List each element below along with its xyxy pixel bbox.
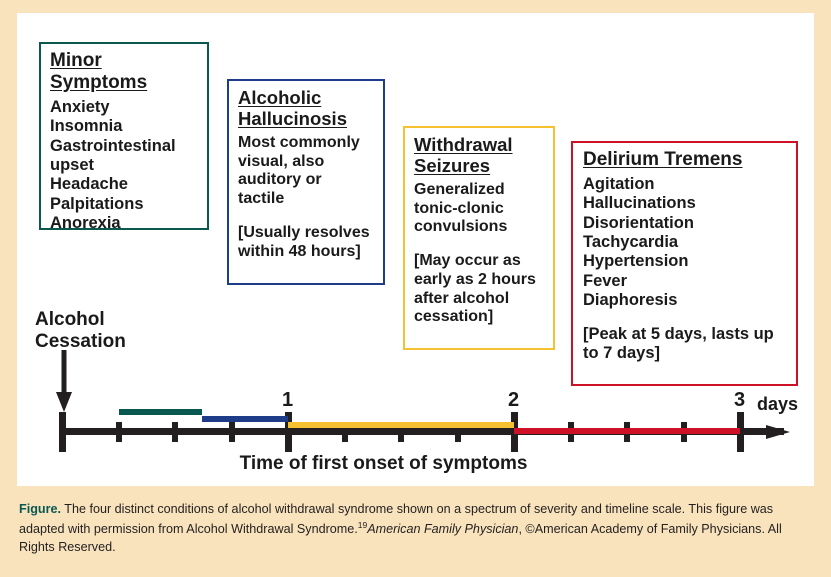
timeline-segment-delirium-tremens: [514, 428, 740, 434]
timeline-day-label-2: 2: [508, 389, 520, 411]
timeline-tick-day-1.25: [341, 422, 348, 442]
caption-journal-name: American Family Physician: [367, 522, 519, 537]
condition-box-alcoholic-hallucinosis: Alcoholic Hallucinosis Most commonly vis…: [227, 79, 385, 285]
timeline-axis-title-text: Time of first onset of symptoms: [239, 453, 528, 474]
timeline-segment-withdrawal-seizures: [288, 422, 514, 428]
condition-title-withdrawal-seizures: Withdrawal Seizures: [414, 134, 513, 177]
timeline-axis: [62, 428, 784, 435]
timeline-tick-day-3: [736, 412, 744, 452]
condition-box-withdrawal-seizures: Withdrawal Seizures Generalized tonic-cl…: [403, 126, 555, 350]
condition-items-alcoholic-hallucinosis: Most commonly visual, also auditory or t…: [238, 133, 360, 208]
timeline-tick-day-0.75: [228, 422, 235, 442]
caption-figure-word: Figure.: [19, 502, 61, 516]
alcohol-cessation-label: Alcohol Cessation: [35, 309, 126, 353]
timeline-segment-alcoholic-hallucinosis: [202, 416, 288, 422]
condition-title-alcoholic-hallucinosis: Alcoholic Hallucinosis: [238, 87, 347, 130]
axis-arrowhead-icon: [766, 425, 790, 439]
down-arrow-icon: [56, 350, 72, 412]
timeline-axis-title: Time of first onset of symptoms: [0, 453, 831, 475]
timeline-tick-day-0.25: [115, 422, 122, 442]
timeline-tick-day-1.5: [398, 422, 404, 442]
caption-text-part-1: The four distinct conditions of alcohol …: [19, 502, 774, 537]
figure-caption: Figure. The four distinct conditions of …: [19, 501, 814, 557]
condition-items-delirium-tremens: Agitation Hallucinations Disorientation …: [583, 175, 696, 309]
timeline-day-label-1: 1: [282, 389, 294, 411]
condition-note-delirium-tremens: [Peak at 5 days, lasts up to 7 days]: [583, 325, 774, 363]
condition-items-withdrawal-seizures: Generalized tonic-clonic convulsions: [414, 180, 508, 236]
timeline-segment-minor-symptoms: [118, 409, 203, 415]
timeline-unit-label: days: [757, 394, 799, 414]
timeline-tick-day-0: [58, 412, 66, 452]
caption-reference-number: 19: [357, 519, 368, 530]
condition-box-delirium-tremens: Delirium Tremens Agitation Hallucination…: [571, 141, 798, 386]
caption-text-part-2: , ©American Academy of Family Physicians…: [19, 522, 782, 554]
condition-items-minor-symptoms: Anxiety Insomnia Gastrointestinal upset …: [50, 98, 176, 232]
condition-box-minor-symptoms: Minor Symptoms Anxiety Insomnia Gastroin…: [39, 42, 209, 232]
condition-note-alcoholic-hallucinosis: [Usually resolves within 48 hours]: [238, 223, 370, 260]
condition-note-withdrawal-seizures: [May occur as early as 2 hours after alc…: [414, 252, 536, 326]
timeline-tick-day-0.5: [172, 422, 178, 442]
condition-title-delirium-tremens: Delirium Tremens: [583, 149, 743, 170]
timeline-day-label-3: 3: [734, 389, 746, 411]
timeline-tick-day-1: [284, 412, 292, 452]
timeline-tick-day-1.75: [454, 422, 461, 442]
condition-title-minor-symptoms: Minor Symptoms: [50, 50, 148, 94]
